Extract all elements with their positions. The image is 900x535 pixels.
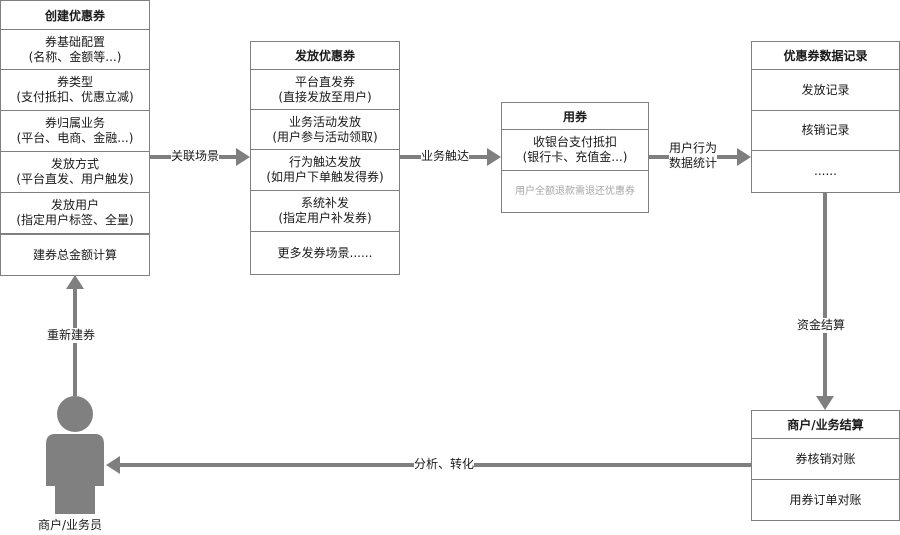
row-main-text: 业务活动发放 <box>288 114 361 129</box>
row-sub-text: (指定用户补发券) <box>278 211 372 225</box>
record-row-issue-log: 发放记录 <box>752 70 899 111</box>
row-main-text: 券类型 <box>56 75 93 89</box>
row-main-text: 建券总金额计算 <box>32 247 117 262</box>
row-main-text: 行为触达发放 <box>288 155 361 169</box>
row-sub-text: (支付抵扣、优惠立减) <box>16 90 134 104</box>
issue-row-system-reissue: 系统补发 (指定用户补发券) <box>251 191 399 232</box>
row-sub-text: (直接发放至用户) <box>278 89 372 104</box>
coupon-record-box: 优惠券数据记录 发放记录 核销记录 ...... <box>751 41 900 193</box>
issue-row-behavior-trigger: 行为触达发放 (如用户下单触发得券) <box>251 150 399 191</box>
use-row-refund-note: 用户全额退款需退还优惠券 <box>502 171 648 212</box>
record-row-more: ...... <box>814 164 837 178</box>
coupon-record-title: 优惠券数据记录 <box>752 42 899 70</box>
row-main-text: 发放方式 <box>50 157 99 171</box>
edge-label-line: 用户行为 <box>669 141 718 156</box>
arrow-record-to-settle <box>816 192 834 410</box>
row-sub-text: (平台、电商、金融...) <box>16 131 134 145</box>
edge-label-create-to-issue: 关联场景 <box>171 149 220 164</box>
row-main-text: 系统补发 <box>300 196 349 210</box>
use-coupon-title: 用券 <box>502 103 648 130</box>
row-main-text: 券归属业务 <box>44 116 105 130</box>
row-sub-text: (平台直发、用户触发) <box>16 172 134 186</box>
row-muted-text: 用户全额退款需退还优惠券 <box>515 186 635 197</box>
row-sub-text: (名称、金额等...) <box>28 49 122 64</box>
edge-label-settle-to-person: 分析、转化 <box>414 457 475 472</box>
row-sub-text: (如用户下单触发得券) <box>266 170 384 184</box>
create-row-target-users: 发放用户 (指定用户标签、全量) <box>1 193 149 235</box>
row-main-text: 更多发券场景...... <box>277 245 373 260</box>
person-icon <box>46 396 104 514</box>
row-sub-text: (银行卡、充值金...) <box>522 150 628 164</box>
issue-coupon-title: 发放优惠券 <box>251 42 399 70</box>
create-row-business: 券归属业务 (平台、电商、金融...) <box>1 111 149 152</box>
create-row-basic-config: 券基础配置 (名称、金额等...) <box>1 30 149 70</box>
record-row-redeem-log: 核销记录 <box>752 111 899 151</box>
issue-coupon-box: 发放优惠券 平台直发券 (直接发放至用户) 业务活动发放 (用户参与活动领取) … <box>250 41 400 275</box>
row-main-text: 平台直发券 <box>294 74 355 89</box>
edge-label-use-to-record: 用户行为 数据统计 <box>669 141 718 171</box>
create-row-coupon-type: 券类型 (支付抵扣、优惠立减) <box>1 70 149 111</box>
person-label: 商户/业务员 <box>38 518 103 533</box>
settle-row-order-reconcile: 用券订单对账 <box>789 492 862 507</box>
issue-row-activity: 业务活动发放 (用户参与活动领取) <box>251 110 399 150</box>
row-main-text: 券基础配置 <box>44 34 105 49</box>
issue-row-platform-direct: 平台直发券 (直接发放至用户) <box>251 70 399 110</box>
row-main-text: 发放用户 <box>50 198 99 212</box>
edge-label-issue-to-use: 业务触达 <box>421 149 470 164</box>
use-row-cashier-deduction: 收银台支付抵扣 (银行卡、充值金...) <box>502 130 648 171</box>
row-main-text: 收银台支付抵扣 <box>532 135 617 149</box>
row-sub-text: (用户参与活动领取) <box>272 129 378 144</box>
edge-label-record-to-settle: 资金结算 <box>797 318 846 333</box>
row-sub-text: (指定用户标签、全量) <box>16 213 134 227</box>
edge-label-person-to-create: 重新建券 <box>47 328 96 343</box>
create-row-issue-method: 发放方式 (平台直发、用户触发) <box>1 152 149 193</box>
settlement-title: 商户/业务结算 <box>752 411 899 439</box>
settle-row-redeem-reconcile: 券核销对账 <box>752 439 899 480</box>
use-coupon-box: 用券 收银台支付抵扣 (银行卡、充值金...) 用户全额退款需退还优惠券 <box>501 102 649 213</box>
settlement-box: 商户/业务结算 券核销对账 用券订单对账 <box>751 410 900 521</box>
issue-row-more-scenes: 更多发券场景...... <box>251 232 399 274</box>
create-row-total-amount: 建券总金额计算 <box>1 235 149 275</box>
create-coupon-title: 创建优惠券 <box>1 1 149 30</box>
create-coupon-box: 创建优惠券 券基础配置 (名称、金额等...) 券类型 (支付抵扣、优惠立减) … <box>0 0 150 276</box>
edge-label-line: 数据统计 <box>669 156 718 171</box>
